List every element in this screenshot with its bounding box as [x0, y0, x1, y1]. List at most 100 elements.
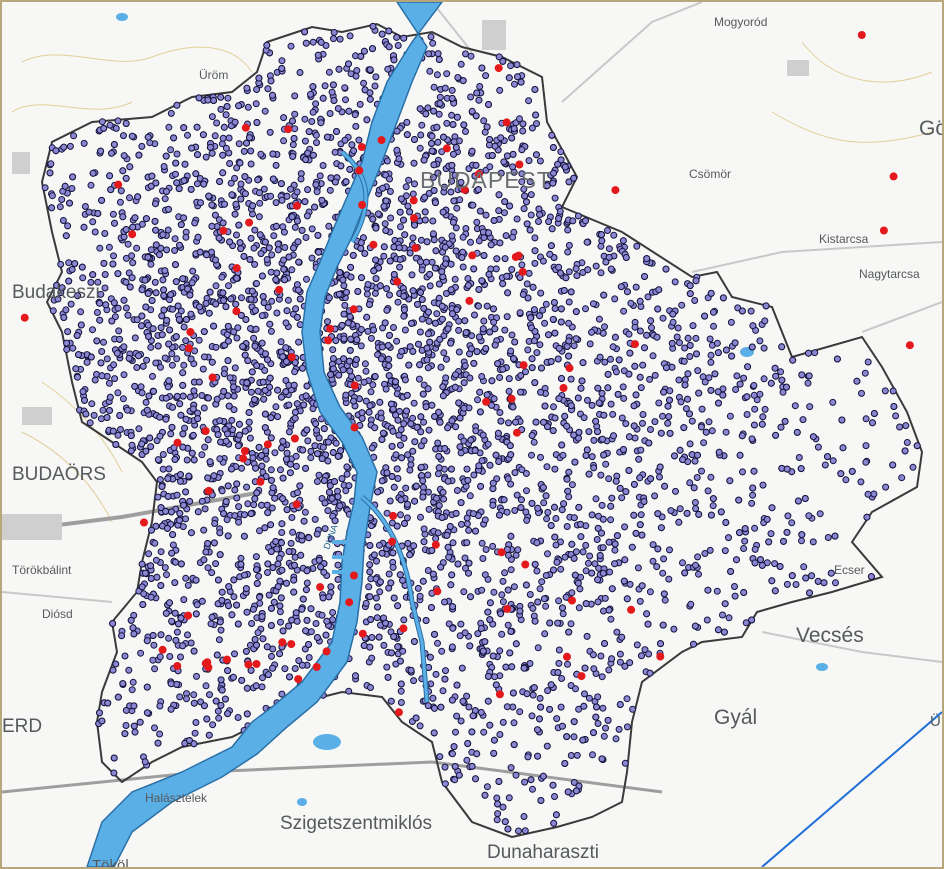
- map-point: [679, 559, 686, 567]
- map-point: [117, 426, 124, 433]
- map-point: [101, 230, 109, 237]
- map-point: [230, 392, 238, 400]
- map-point: [79, 274, 87, 282]
- map-point: [792, 581, 800, 588]
- map-point: [409, 190, 417, 198]
- map-point: [303, 275, 310, 283]
- map-point: [291, 368, 299, 376]
- map-point: [296, 69, 304, 76]
- map-point: [582, 600, 590, 608]
- map-point: [220, 123, 228, 131]
- map-point: [476, 408, 484, 416]
- map-point: [533, 349, 541, 357]
- road: [691, 241, 942, 273]
- map-point: [261, 107, 269, 115]
- map-point: [522, 368, 529, 376]
- map-point: [415, 375, 423, 383]
- map-point: [326, 186, 334, 194]
- map-point: [505, 794, 513, 802]
- map-point: [253, 362, 261, 370]
- map-point: [484, 672, 492, 680]
- map-point: [579, 736, 587, 744]
- map-point: [538, 364, 545, 372]
- map-point: [457, 178, 465, 186]
- map-point: [205, 731, 213, 739]
- map-point: [536, 341, 544, 349]
- map-point: [218, 273, 226, 281]
- map-point: [425, 50, 433, 58]
- map-point: [692, 277, 700, 285]
- map-point: [389, 563, 397, 571]
- map-point: [578, 377, 586, 385]
- map-point: [231, 512, 239, 520]
- map-point: [557, 305, 565, 313]
- map-point: [109, 210, 117, 218]
- map-point: [166, 326, 174, 334]
- map-point: [496, 731, 504, 738]
- map-point: [252, 464, 260, 472]
- map-point: [499, 718, 507, 726]
- map-point: [572, 548, 580, 556]
- map-point: [262, 455, 270, 463]
- map-point: [235, 518, 243, 526]
- map-point: [402, 484, 410, 492]
- map-point: [386, 497, 394, 505]
- map-point: [632, 391, 640, 399]
- map-point: [394, 298, 402, 306]
- map-point: [233, 494, 241, 502]
- map-point: [147, 443, 155, 451]
- map-point: [289, 117, 296, 125]
- map-point: [684, 395, 691, 403]
- map-point: [401, 326, 409, 334]
- map-point: [267, 414, 275, 422]
- map-point: [410, 542, 418, 550]
- map-point: [200, 180, 208, 188]
- map-point: [242, 647, 250, 655]
- map-point: [651, 371, 659, 379]
- map-point: [307, 447, 315, 455]
- map-point: [111, 375, 119, 383]
- map-point: [464, 275, 472, 282]
- built-up-area: [2, 514, 62, 540]
- map-point: [340, 282, 348, 290]
- map-point: [351, 111, 359, 119]
- map-point: [478, 373, 486, 380]
- map-point: [147, 260, 155, 268]
- map-point: [526, 591, 534, 598]
- map-point: [397, 680, 405, 688]
- map-point: [439, 208, 447, 216]
- map-point: [484, 440, 492, 448]
- map-point: [202, 153, 210, 161]
- map-point: [531, 86, 539, 93]
- map-point: [368, 444, 376, 452]
- map-point: [88, 400, 96, 408]
- map-point: [756, 390, 764, 398]
- map-point: [842, 476, 850, 484]
- map-point: [550, 403, 557, 411]
- map-point: [133, 244, 141, 252]
- map-point: [334, 561, 342, 569]
- map-point: [120, 132, 127, 140]
- map-point: [305, 641, 312, 648]
- map-point: [469, 510, 477, 518]
- map-point: [303, 426, 311, 434]
- map-point: [565, 241, 573, 249]
- map-point: [386, 188, 394, 195]
- map-point: [485, 229, 493, 237]
- map-point: [517, 388, 524, 396]
- map-point: [710, 322, 717, 330]
- map-point: [517, 496, 525, 504]
- map-point: [549, 315, 557, 323]
- map-point: [525, 157, 533, 165]
- map-point: [264, 671, 272, 679]
- map-point: [280, 265, 288, 273]
- map-point: [330, 35, 337, 43]
- map-point: [131, 728, 139, 736]
- map-point: [269, 484, 277, 492]
- map-point: [504, 621, 512, 629]
- map-point: [260, 185, 268, 193]
- map-point: [599, 704, 607, 712]
- map-point: [305, 534, 313, 542]
- map-point: [180, 596, 188, 604]
